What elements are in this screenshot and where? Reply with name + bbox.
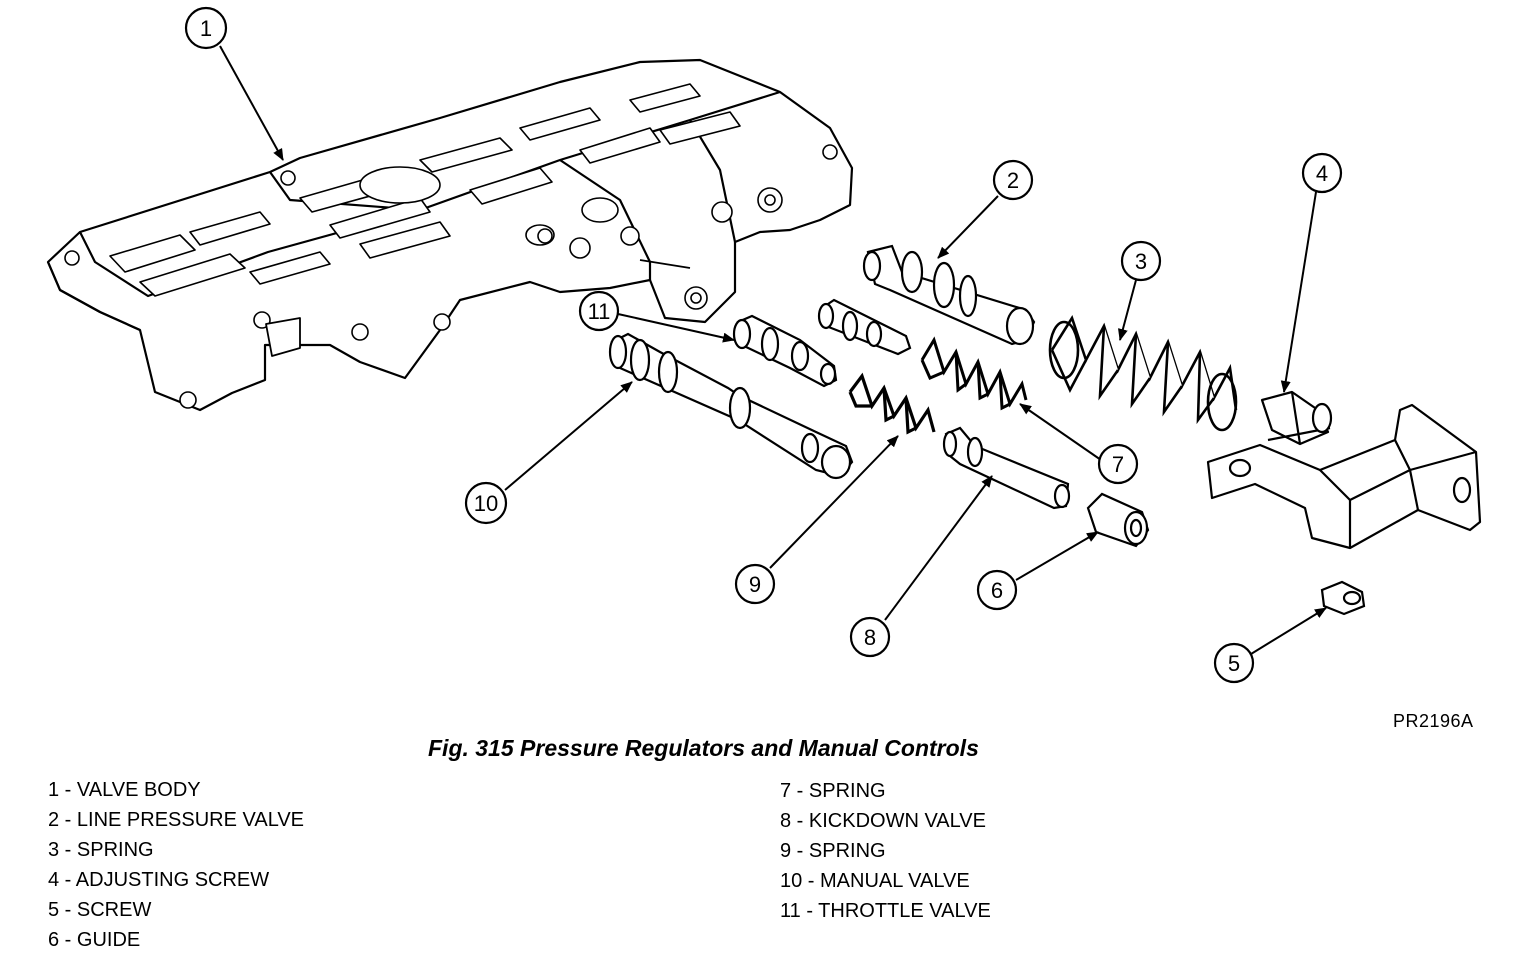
kickdown-valve-part xyxy=(942,426,1071,510)
svg-text:9: 9 xyxy=(749,572,761,597)
spring-7-part xyxy=(920,336,1028,411)
svg-text:6: 6 xyxy=(991,578,1003,603)
legend-item: 3 - SPRING xyxy=(48,839,154,861)
svg-text:7: 7 xyxy=(1112,452,1124,477)
svg-text:2: 2 xyxy=(1007,168,1019,193)
legend-item: 6 - GUIDE xyxy=(48,929,141,951)
legend-item: 1 - VALVE BODY xyxy=(48,779,201,801)
svg-text:8: 8 xyxy=(864,625,876,650)
spring-3-part xyxy=(1048,314,1238,432)
callout-7: 7 xyxy=(1097,443,1139,485)
legend-right: 7 - SPRING 8 - KICKDOWN VALVE 9 - SPRING… xyxy=(780,780,991,930)
valve-body-part xyxy=(46,58,854,412)
legend-item: 8 - KICKDOWN VALVE xyxy=(780,810,986,832)
adjusting-screw-bracket-part xyxy=(1206,390,1482,550)
small-spool-part xyxy=(817,298,912,356)
legend-left: 1 - VALVE BODY 2 - LINE PRESSURE VALVE 3… xyxy=(48,779,304,959)
callout-8: 8 xyxy=(849,616,891,658)
callout-1: 1 xyxy=(184,6,228,50)
exploded-parts-diagram: 1 2 3 4 5 6 7 8 9 10 11 xyxy=(46,6,1482,684)
legend-item: 9 - SPRING xyxy=(780,840,886,862)
legend-item: 2 - LINE PRESSURE VALVE xyxy=(48,809,305,831)
callout-11: 11 xyxy=(578,290,620,332)
callout-5: 5 xyxy=(1213,642,1255,684)
leader-lines xyxy=(219,45,1327,655)
callout-3: 3 xyxy=(1120,240,1162,282)
screw-part xyxy=(1320,580,1366,616)
svg-text:1: 1 xyxy=(200,16,212,41)
guide-part xyxy=(1086,492,1150,548)
callout-4: 4 xyxy=(1301,152,1343,194)
legend-item: 7 - SPRING xyxy=(780,780,886,802)
throttle-valve-part xyxy=(732,314,838,388)
callout-9: 9 xyxy=(734,563,776,605)
legend-item: 5 - SCREW xyxy=(48,899,152,921)
legend-item: 10 - MANUAL VALVE xyxy=(780,870,970,892)
callout-10: 10 xyxy=(464,481,508,525)
svg-text:5: 5 xyxy=(1228,651,1240,676)
callout-6: 6 xyxy=(976,569,1018,611)
callout-2: 2 xyxy=(992,159,1034,201)
line-pressure-valve-part xyxy=(862,244,1036,346)
svg-text:10: 10 xyxy=(474,491,498,516)
spring-9-part xyxy=(848,372,936,435)
manual-valve-part xyxy=(608,332,854,480)
svg-text:4: 4 xyxy=(1316,161,1328,186)
svg-text:11: 11 xyxy=(588,299,611,324)
legend-item: 4 - ADJUSTING SCREW xyxy=(48,869,270,891)
figure-code: PR2196A xyxy=(1393,711,1474,731)
legend-item: 11 - THROTTLE VALVE xyxy=(780,900,991,922)
figure-caption: Fig. 315 Pressure Regulators and Manual … xyxy=(428,735,979,761)
svg-text:3: 3 xyxy=(1135,249,1147,274)
